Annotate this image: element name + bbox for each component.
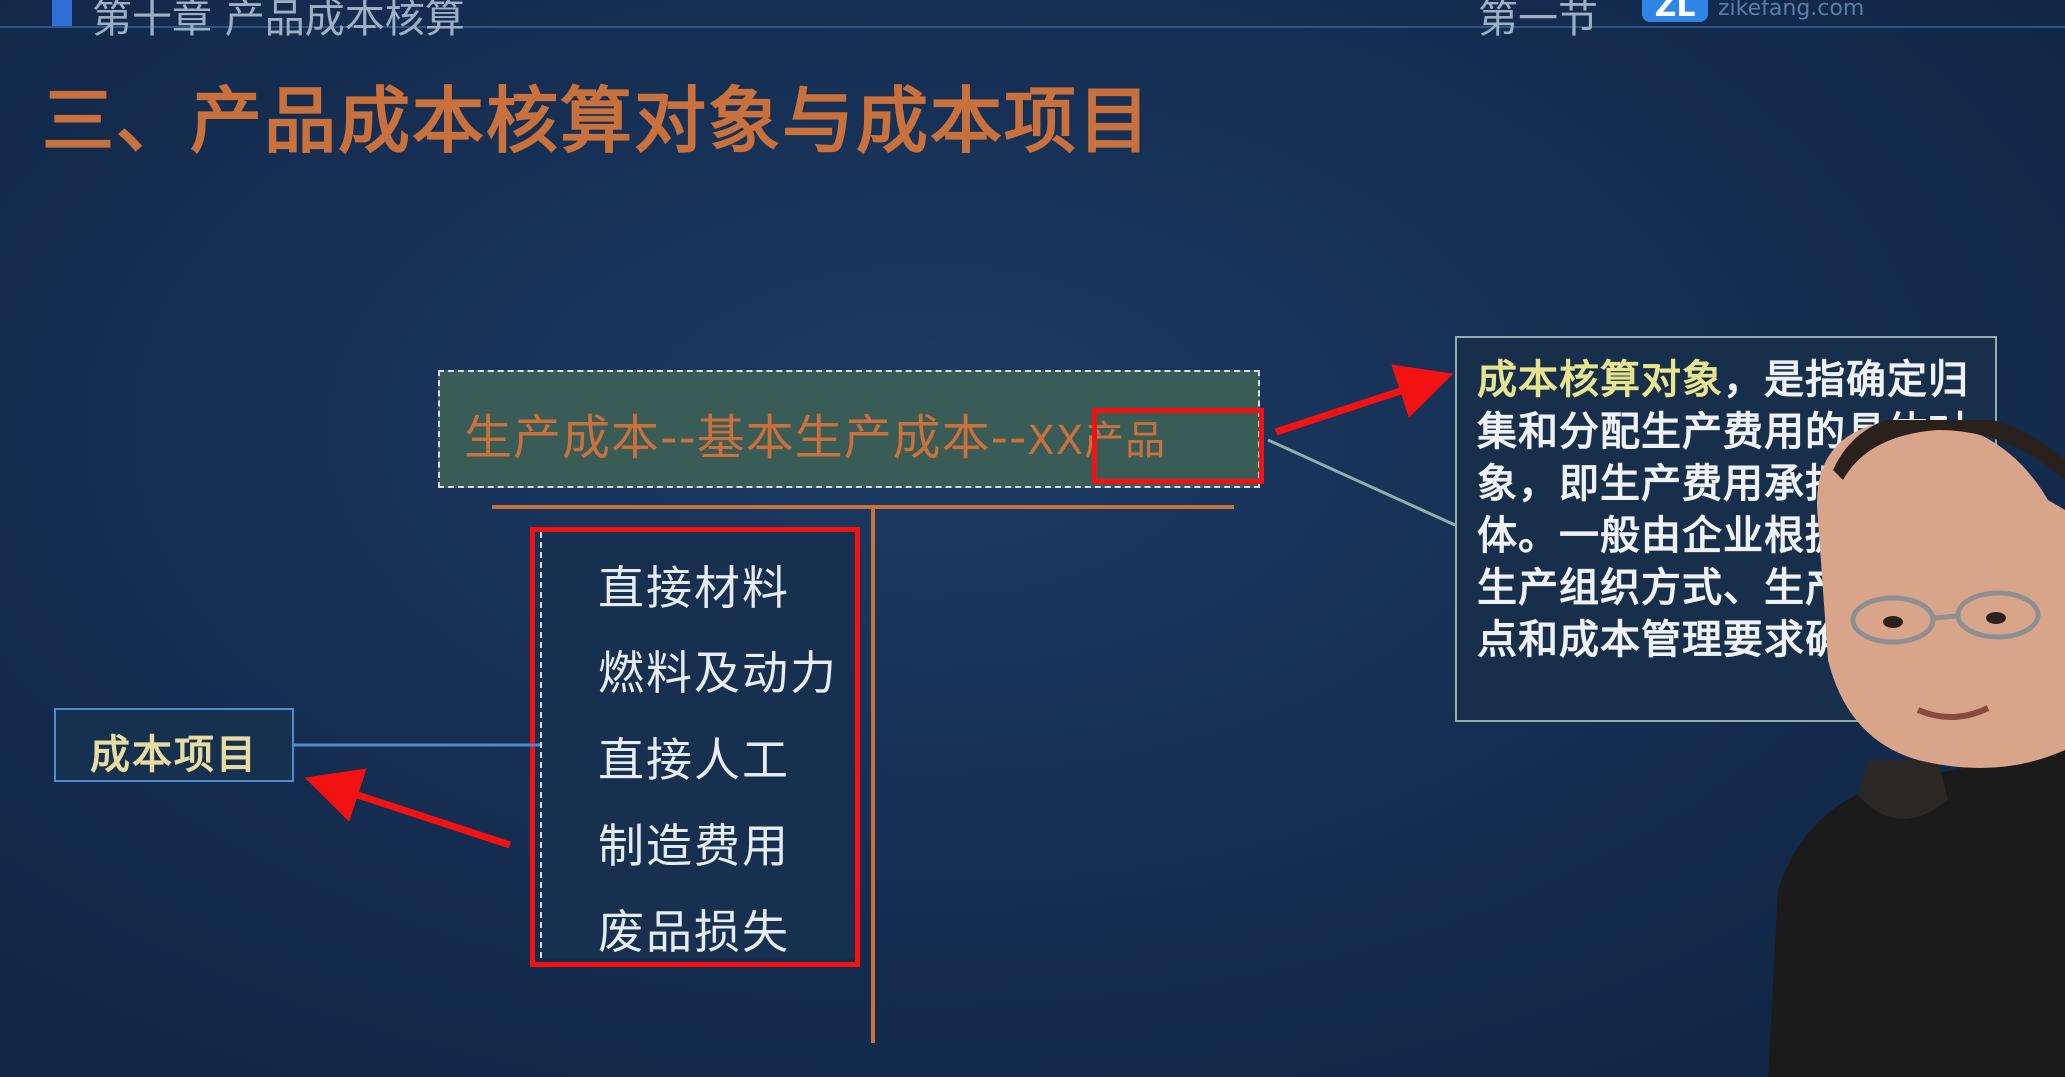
cost-items-label: 成本项目 [90, 732, 258, 778]
definition-term: 成本核算对象 [1477, 357, 1723, 403]
cost-item: 直接人工 [598, 733, 790, 787]
section-label: 第一节 [1478, 0, 1598, 42]
highlight-product-box [1092, 408, 1264, 484]
cost-item: 直接材料 [598, 561, 790, 615]
definition-connector [1267, 438, 1456, 527]
chapter-marker [52, 0, 72, 26]
cost-item: 废品损失 [598, 905, 790, 959]
slide-title: 三、产品成本核算对象与成本项目 [42, 79, 1153, 163]
chapter-title: 第十章 产品成本核算 [92, 0, 465, 42]
cost-item: 制造费用 [598, 819, 790, 873]
top-bar: 第十章 产品成本核算 第一节 ZL zikefang.com [0, 0, 2065, 42]
arrow-to-definition [1274, 364, 1454, 436]
t-account-bar [492, 505, 1234, 509]
cost-items-label-box: 成本项目 [54, 708, 294, 782]
highlight-items-box [530, 527, 860, 967]
logo-badge: ZL [1642, 0, 1708, 22]
arrow-to-cost-items [304, 768, 512, 849]
logo-domain: zikefang.com [1718, 0, 1865, 21]
cost-item: 燃料及动力 [598, 646, 838, 700]
presenter-image [1768, 420, 2065, 1077]
account-path: 生产成本--基本生产成本-- [464, 410, 1028, 466]
t-account-stem [871, 509, 875, 1043]
cost-items-panel: 直接材料 燃料及动力 直接人工 制造费用 废品损失 [540, 532, 854, 959]
